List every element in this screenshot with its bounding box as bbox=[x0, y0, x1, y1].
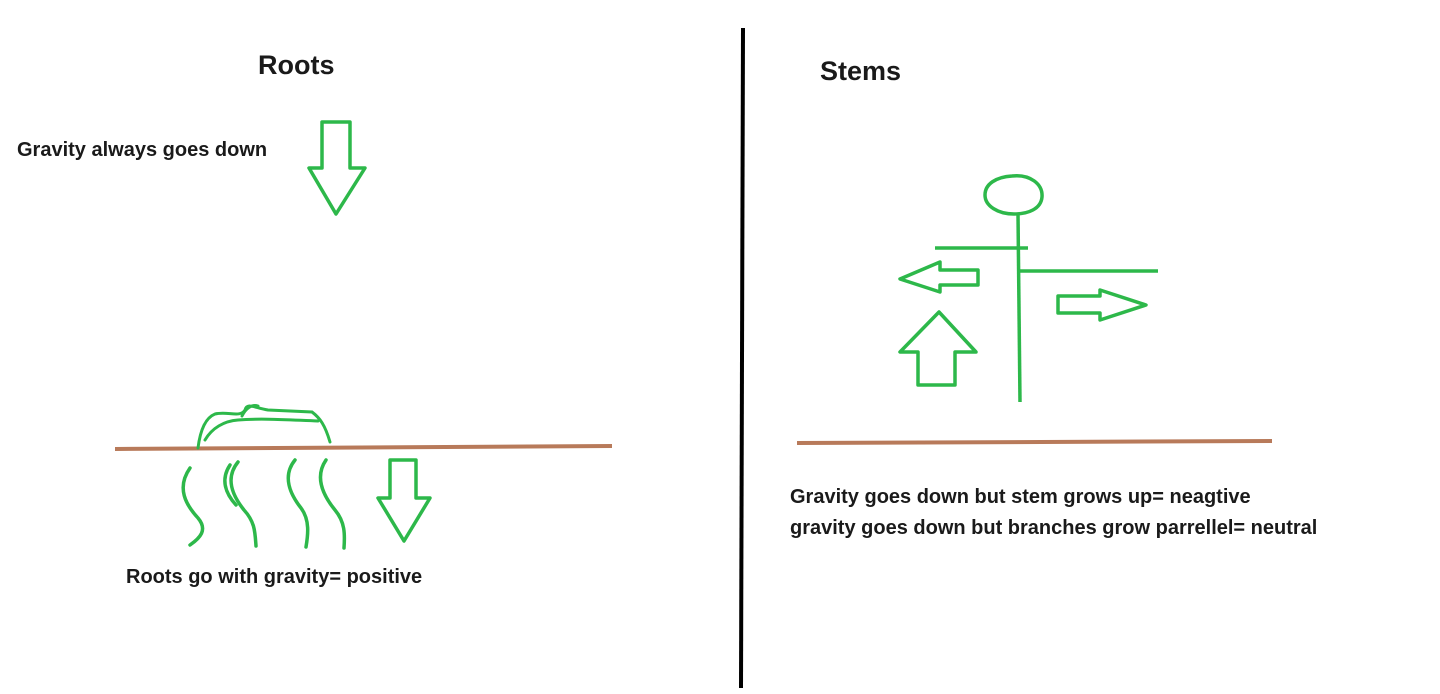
up-arrow bbox=[898, 310, 978, 387]
plant-scribble bbox=[196, 404, 332, 450]
left-arrow bbox=[898, 260, 980, 294]
soil-line-stems bbox=[796, 439, 1273, 445]
right-arrow bbox=[1056, 288, 1148, 322]
roots-gravity-note: Gravity always goes down bbox=[17, 139, 268, 161]
stems-caption-line1: Gravity goes down but stem grows up= nea… bbox=[790, 486, 1251, 508]
stem-head bbox=[983, 174, 1044, 216]
roots-title: Roots bbox=[258, 50, 335, 80]
roots-caption: Roots go with gravity= positive bbox=[126, 566, 423, 588]
panel-divider bbox=[739, 27, 745, 689]
gravity-down-arrow bbox=[307, 120, 367, 216]
soil-line-roots bbox=[114, 444, 613, 451]
stems-caption-line2: gravity goes down but branches grow parr… bbox=[790, 517, 1318, 539]
stem-line bbox=[1016, 213, 1022, 403]
gravity-down-arrow-soil bbox=[376, 458, 432, 543]
stems-title: Stems bbox=[820, 56, 902, 86]
roots-wavy bbox=[181, 458, 347, 550]
